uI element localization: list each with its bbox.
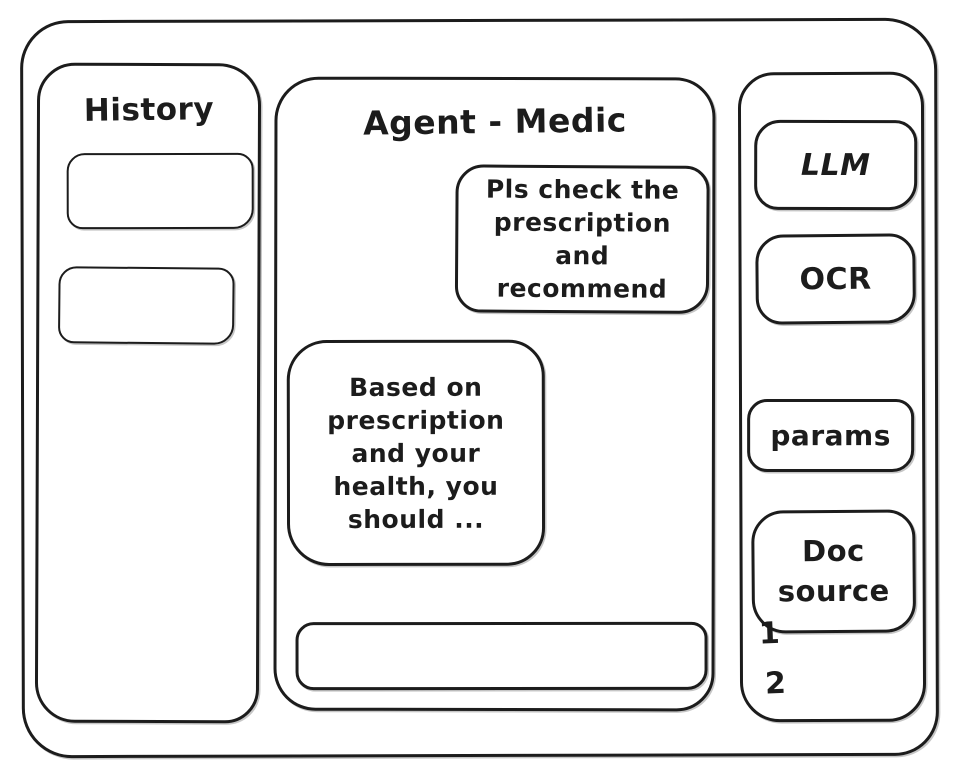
- message-input-bar[interactable]: [295, 621, 708, 691]
- doc-source-item-1: 1: [758, 615, 781, 652]
- chat-panel: Agent - Medic Pls check the prescription…: [273, 76, 716, 712]
- llm-button[interactable]: LLM: [754, 119, 918, 211]
- tools-sidebar: LLM OCR params Doc source 1 2: [737, 71, 927, 723]
- history-item[interactable]: [57, 266, 235, 345]
- message-input[interactable]: [298, 624, 705, 688]
- params-button[interactable]: params: [747, 399, 915, 473]
- chat-title: Agent - Medic: [362, 100, 628, 143]
- history-item[interactable]: [66, 152, 254, 230]
- history-sidebar: History: [34, 62, 262, 724]
- history-title: History: [83, 91, 215, 129]
- user-message-bubble: Pls check the prescription and recommend: [454, 164, 710, 314]
- assistant-message-bubble: Based on prescription and your health, y…: [286, 339, 546, 567]
- ocr-button[interactable]: OCR: [755, 233, 916, 325]
- doc-source-item-2: 2: [764, 665, 788, 702]
